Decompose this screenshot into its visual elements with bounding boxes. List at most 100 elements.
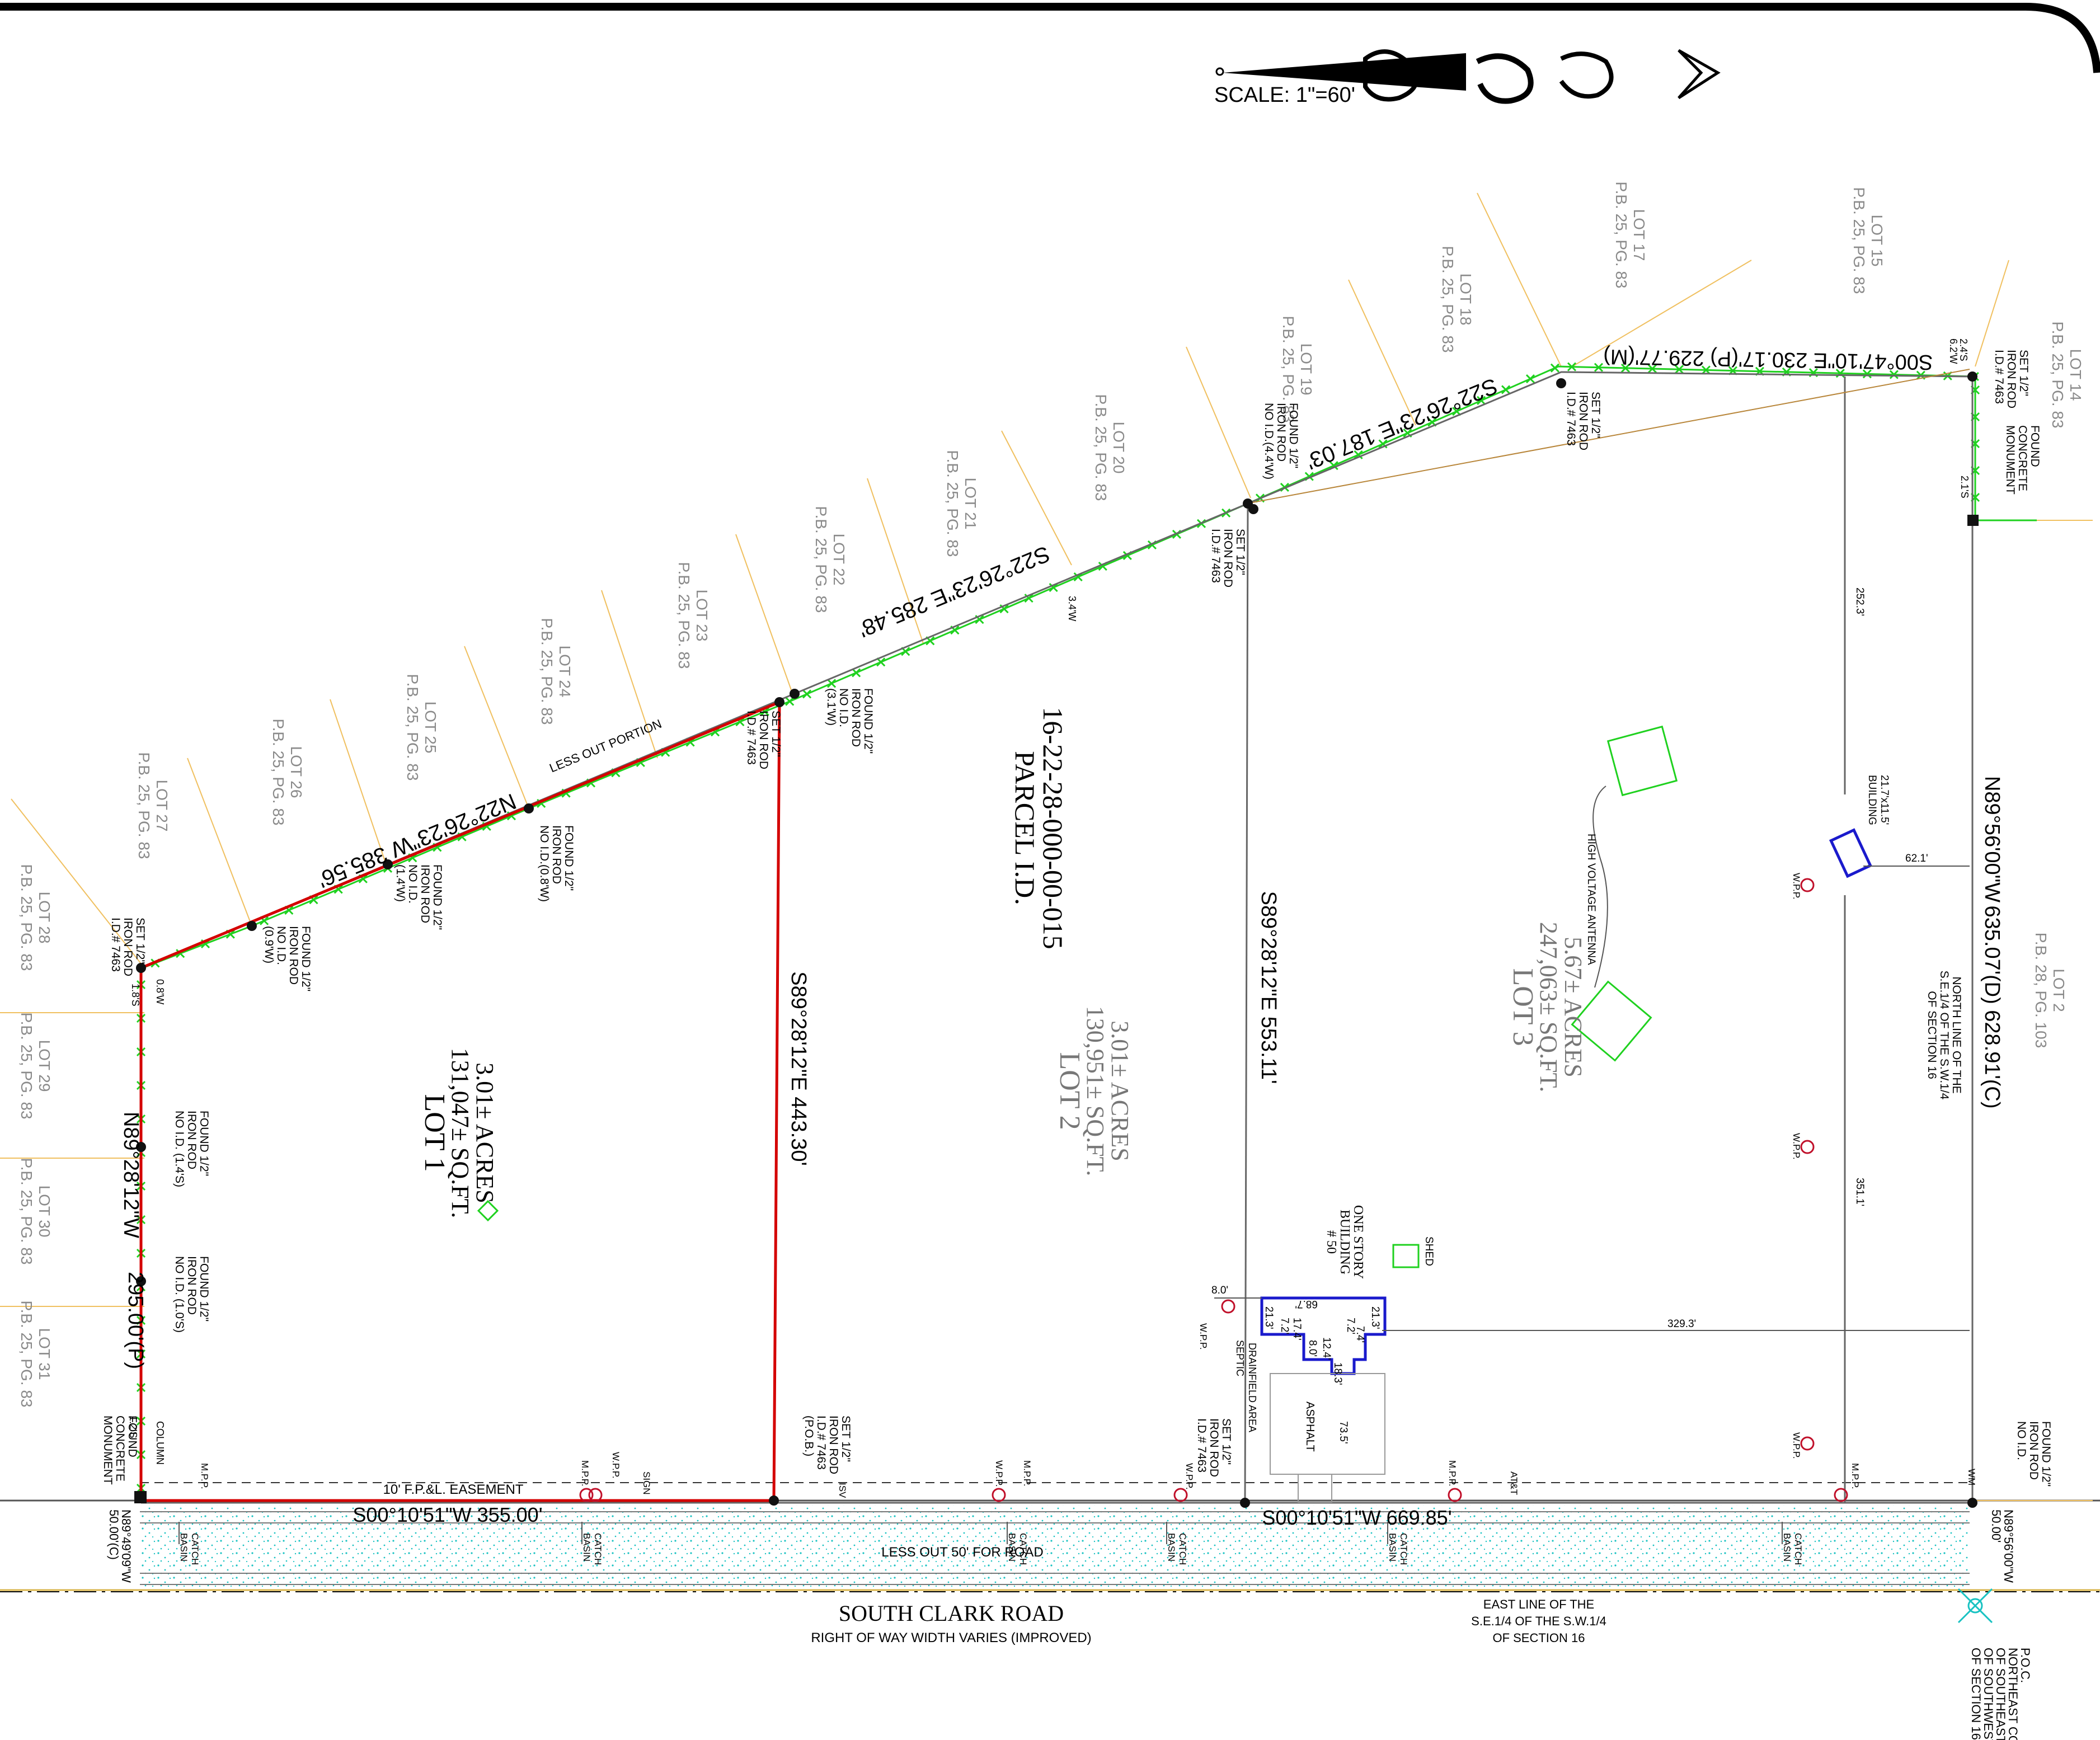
fence-x-mark (925, 636, 935, 646)
adjoining-lot-plat-book: P.B. 25, PG. 83 (812, 506, 830, 613)
wm-label: WM (1966, 1469, 1977, 1485)
adjoining-lot-plat-book: P.B. 25, PG. 83 (538, 618, 556, 725)
monument-label-line: I.D.# 7463 (815, 1415, 828, 1470)
fence-x-mark (1594, 363, 1604, 372)
bearing-south-lot1: S00°10'51"W 355.00' (353, 1503, 542, 1526)
att-label: AT&T (1509, 1471, 1519, 1495)
shed-label: SHED (1423, 1236, 1435, 1266)
shed (1392, 1244, 1420, 1268)
catch-basin-label: CATCH (190, 1533, 200, 1565)
adjacent-lot-lines (0, 192, 2093, 1501)
monument-label-line: (0.9'W) (262, 926, 275, 963)
svg-text:P.O.C.: P.O.C. (2018, 1648, 2032, 1683)
adjoining-lot-plat-book: P.B. 25, PG. 83 (2049, 322, 2066, 429)
adjoining-lot-plat-book: P.B. 25, PG. 83 (18, 864, 35, 971)
poc-marker-icon (1957, 1588, 1993, 1624)
asphalt-label: ASPHALT (1304, 1402, 1316, 1452)
svg-text:NORTHEAST CORNER: NORTHEAST CORNER (2006, 1648, 2020, 1740)
antenna-label: HIGH VOLTAGE ANTENNA (1585, 834, 1597, 965)
svg-text:8.0': 8.0' (1211, 1285, 1228, 1296)
svg-text:3.01± ACRES: 3.01± ACRES (471, 1062, 499, 1203)
adjoining-lot-plat-book: P.B. 25, PG. 83 (1092, 394, 1110, 501)
wpp-label: W.P.P. (610, 1452, 621, 1479)
building-50-label: ONE STORY BUILDING # 50 (1324, 1205, 1365, 1279)
fence-x-mark (785, 697, 795, 706)
parcel-id-label: PARCEL I.D. 16-22-28-000-00-015 (1009, 707, 1069, 949)
bearing-south-lot23: S00°10'51"W 669.85' (1262, 1506, 1451, 1529)
easement-label: 10' F.P.&L. EASEMENT (383, 1482, 524, 1497)
bearing-east-a: N89°56'00"W (1980, 776, 2004, 902)
svg-text:329.3': 329.3' (1667, 1318, 1696, 1330)
fence-x-mark (901, 647, 910, 656)
monument-label-line: IRON ROD (2027, 1421, 2040, 1480)
drive-area (1298, 1474, 1332, 1503)
monument-label-line: IRON ROD (827, 1415, 840, 1474)
svg-text:0.8'W: 0.8'W (154, 979, 166, 1004)
wpp-label: W.P.P. (1791, 1133, 1802, 1160)
monument-label-line: (3.1'W) (825, 688, 838, 726)
monument-points (134, 371, 1979, 1508)
offset-labels: 0.8'W 1.8'S 2.4'S 6.2'W 2.1'S 3.4'W 1.2'… (128, 338, 1970, 1438)
adjoining-lot-name: LOT 21 (962, 478, 979, 530)
monument-label-line: IRON ROD (2005, 350, 2018, 408)
svg-text:73.5': 73.5' (1337, 1421, 1349, 1444)
parcel-linework (140, 371, 1974, 1504)
fence-x-mark (309, 895, 318, 905)
adjoining-lot-name: LOT 22 (830, 534, 848, 586)
adjoining-lot-plat-book: P.B. 25, PG. 83 (270, 719, 287, 826)
fence-x-mark (1452, 407, 1462, 416)
wpp-label: W.P.P. (1791, 1432, 1802, 1459)
svg-text:2.4'S: 2.4'S (1958, 338, 1969, 361)
adjoining-lot-name: LOT 31 (36, 1328, 53, 1380)
antenna-pad-south (1571, 980, 1652, 1062)
property-line-dashed (1246, 369, 1970, 504)
antenna-leader (1592, 786, 1608, 988)
svg-text:3.4'W: 3.4'W (1067, 596, 1078, 621)
fence-x-mark (1525, 374, 1535, 384)
mpp-label: M.P.P. (199, 1463, 210, 1489)
green-marker-lot1 (477, 1200, 499, 1222)
building-50 (1260, 1296, 1387, 1375)
monument-label-line: IRON ROD (185, 1111, 198, 1169)
svg-text:2.1'S: 2.1'S (1959, 476, 1970, 498)
fence-x-mark (852, 668, 861, 678)
monument-label-line: FOUND (2028, 425, 2041, 467)
svg-text:LOT 3: LOT 3 (1507, 968, 1539, 1046)
bearing-ne-line: S22°26'23"E 187.03' (1302, 373, 1501, 474)
monument-label-line: I.D.# 7463 (745, 711, 758, 765)
monument-label-line: IRON ROD (287, 926, 300, 985)
adjoining-lot-name: LOT 29 (36, 1040, 53, 1092)
svg-text:17.4': 17.4' (1291, 1318, 1303, 1341)
fence-x-mark (1701, 365, 1711, 375)
catch-basin-label: BASIN (1387, 1533, 1398, 1562)
svg-text:8.0': 8.0' (1307, 1340, 1318, 1357)
monument-label-line: NO I.D. (837, 688, 850, 727)
fence-x-mark (876, 657, 886, 667)
monument-label-line: SET 1/2" (839, 1415, 852, 1462)
poc-label: P.O.C. NORTHEAST CORNER OF SOUTHEAST 1/4… (1969, 1648, 2032, 1740)
monument-label-line: (P.O.B.) (802, 1415, 815, 1456)
catch-basin-label: CATCH (593, 1533, 603, 1565)
svg-text:12.4': 12.4' (1321, 1337, 1332, 1360)
adjoining-lot-name: LOT 27 (153, 780, 171, 832)
fence-x-mark (1427, 417, 1437, 427)
svg-text:OF SECTION 16: OF SECTION 16 (1969, 1648, 1983, 1740)
svg-text:LOT 2: LOT 2 (1054, 1052, 1086, 1130)
adjoining-lot-plat-book: P.B. 25, PG. 83 (675, 562, 693, 669)
monument-label-line: I.D.# 7463 (1993, 350, 2005, 404)
fence-x-mark (802, 689, 812, 699)
monument-label-line: IRON ROD (849, 688, 862, 747)
adjoining-lot-plat-book: P.B. 25, PG. 83 (1280, 316, 1297, 423)
adjoining-lot-name: LOT 19 (1298, 344, 1315, 396)
isv-label: ISV (837, 1483, 848, 1498)
svg-text:OF SECTION 16: OF SECTION 16 (1925, 991, 1938, 1079)
svg-text:3.01± ACRES: 3.01± ACRES (1106, 1021, 1134, 1161)
monument-label-line: SET 1/2" (2017, 350, 2030, 396)
fence-x-mark (950, 626, 960, 635)
catch-basin-label: BASIN (178, 1533, 189, 1562)
asphalt-area (1270, 1373, 1385, 1475)
monument-label-line: I.D.# 7463 (1195, 1418, 1208, 1473)
adjoining-lot-name: LOT 17 (1631, 209, 1648, 261)
monument-label-line: I.D.# 7463 (1209, 529, 1222, 583)
